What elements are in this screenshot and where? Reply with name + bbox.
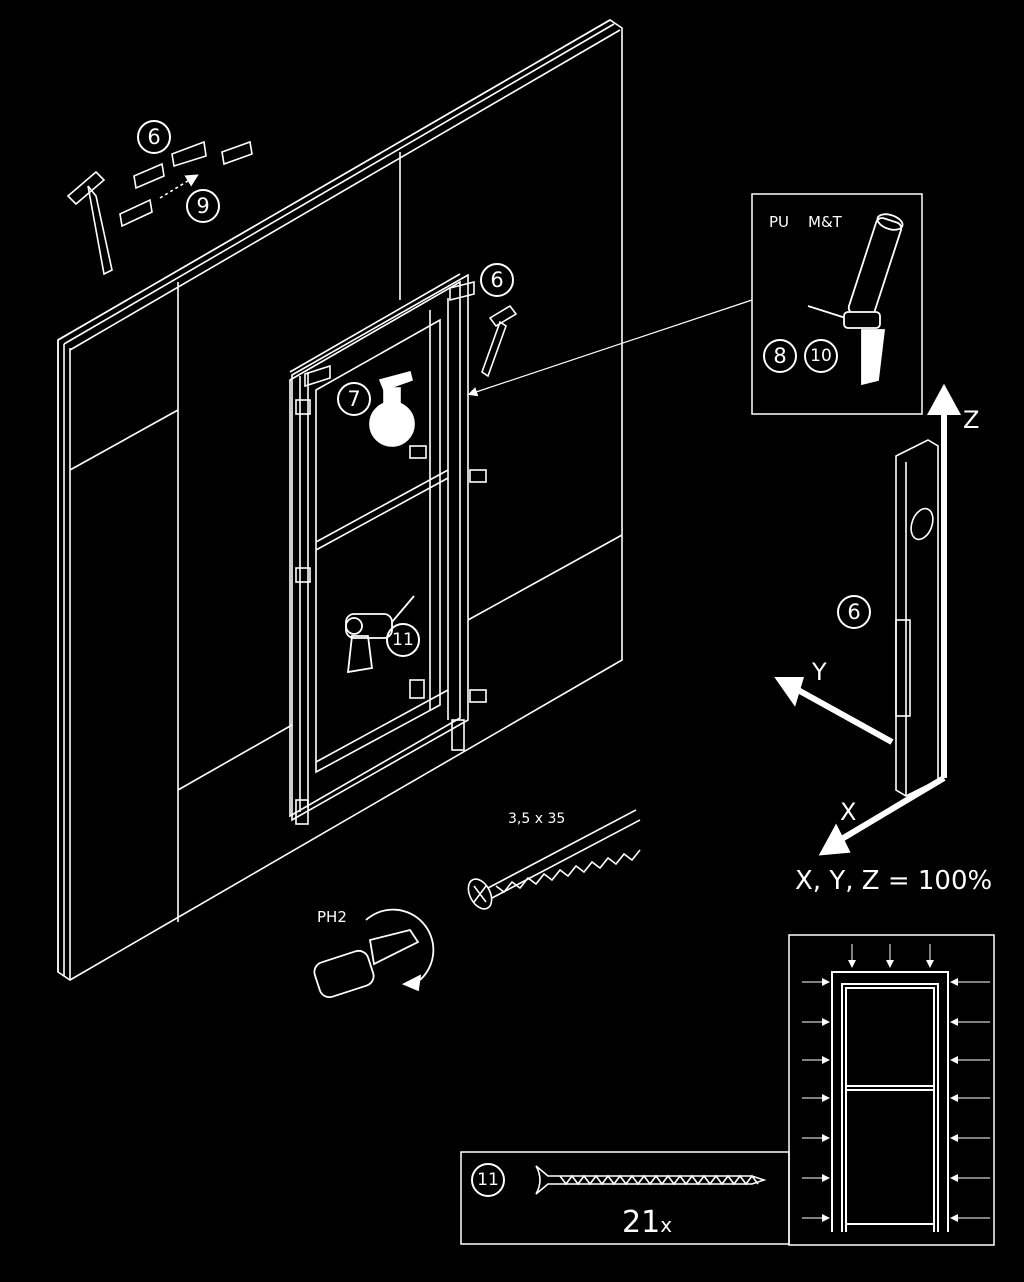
panel-seam-h3 [467,534,623,621]
wedge-piece-1 [133,162,165,190]
tolerance-label: X, Y, Z = 100% [795,866,993,896]
step-badge-spray: 7 [337,382,371,416]
y-axis-label: Y [812,658,827,686]
panel-seam-h1 [69,409,179,471]
wedge-piece-2 [171,140,207,168]
panel-seam-h2 [177,724,293,791]
wedge-a [295,399,311,415]
wedge-h [451,719,465,751]
step-badge-drill: 11 [386,623,420,657]
drill-icon [345,595,415,674]
wedge-e [469,689,487,703]
frame-detail-box [788,934,995,1246]
foam-label-mt: M&T [808,213,842,231]
x-axis-arrow [838,775,946,843]
screwdriver-bit-icon [313,908,435,999]
wedge-b [295,567,311,583]
spirit-level-icon [895,439,939,797]
frame-crossbar-2 [315,469,449,543]
frame-detail [831,971,949,1232]
loose-wedges [119,140,253,228]
wedge-top-left [304,364,331,388]
step-badge-wedges: 6 [137,120,171,154]
frame-inner [315,318,441,774]
screw-count-screw-icon [535,1165,767,1195]
step-badge-screw-count: 11 [471,1163,505,1197]
wedge-c [469,469,487,483]
wedge-piece-4 [119,198,153,228]
foam-pointer-line [467,299,753,397]
step-badge-frame: 6 [480,263,514,297]
wedge-top-right [449,280,475,302]
remove-arrow [159,174,199,199]
screw-icon [467,809,641,910]
screw-count-suffix: x [660,1213,673,1237]
hammer-icon [66,170,113,276]
wedge-piece-3 [221,140,253,166]
spray-bottle-icon [369,371,415,447]
step-badge-wedges-remove: 9 [186,189,220,223]
step-badge-foam-b: 10 [804,339,838,373]
frame-outer [289,280,461,818]
frame-top-head [289,273,461,373]
wall-edge-top [57,19,611,341]
x-axis-label: X [840,798,857,826]
foam-label-pu: PU [769,213,790,231]
wedge-f [409,679,425,699]
step-badge-level: 6 [837,595,871,629]
screw-count-box [460,1151,790,1245]
screw-count-number: 21 [622,1205,661,1240]
step-badge-foam-a: 8 [763,339,797,373]
foam-inset-frame [751,193,923,415]
screw-size-label: 3,5 x 35 [508,811,566,827]
bit-label: PH2 [317,908,347,926]
door-frame [289,273,487,825]
wall-edge-top-2 [63,23,615,345]
hammer-icon-2 [481,304,518,378]
z-axis-label: Z [963,406,980,434]
pressure-arrows [802,944,990,1222]
frame-crossbar [315,477,449,551]
foam-gun-icon [807,213,904,386]
axis-arrows [774,383,962,856]
wedge-d [409,445,427,459]
frame-bottom-spreader [315,689,449,763]
wedge-g [295,799,309,825]
y-axis-arrow [796,687,894,745]
wall-edge-top-3 [69,29,621,351]
screw-count-value: 21x [622,1208,672,1238]
